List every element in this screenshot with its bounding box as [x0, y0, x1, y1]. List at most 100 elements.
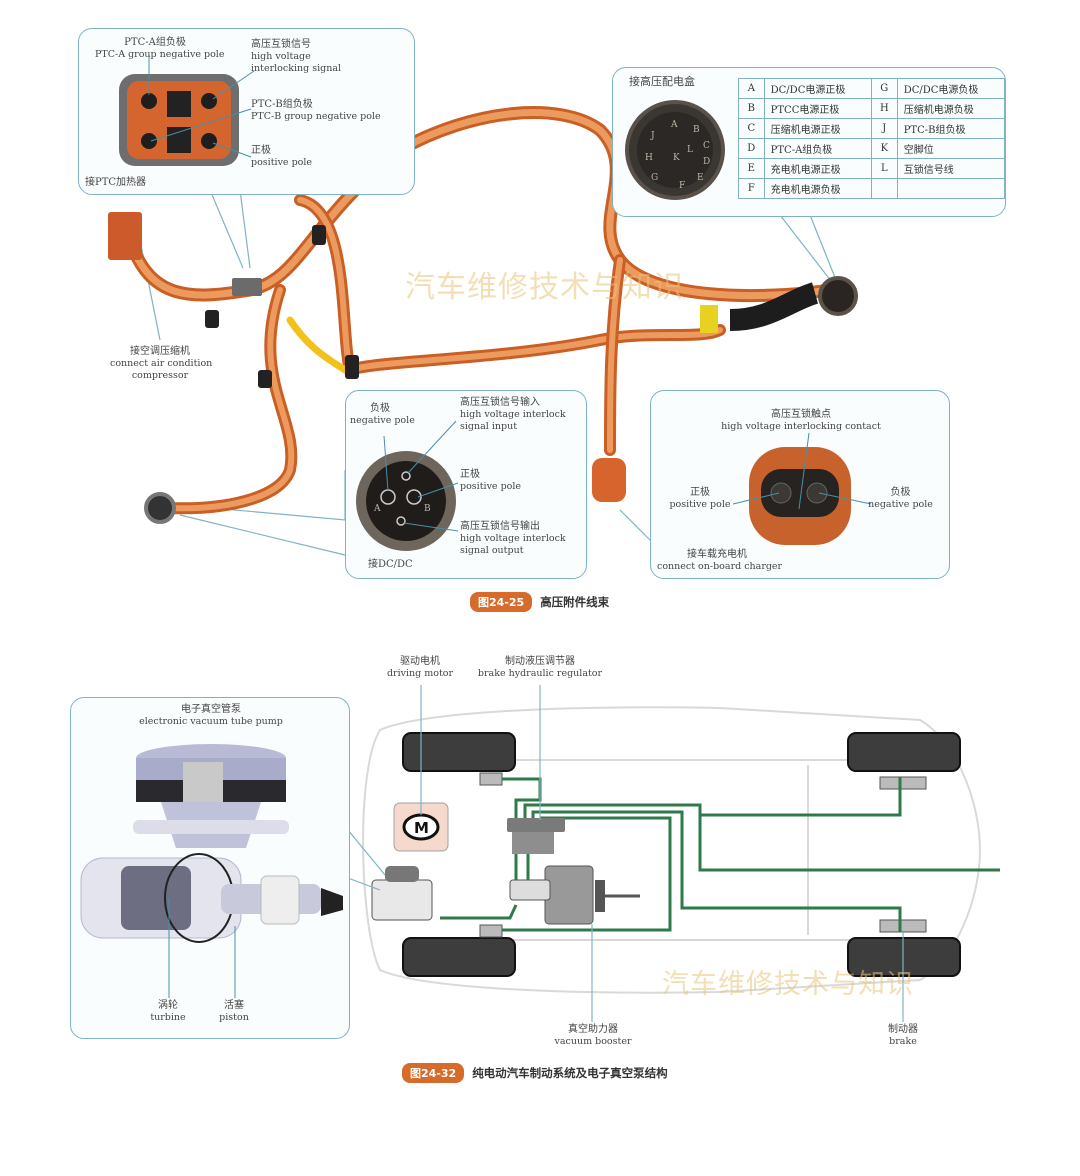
figure1-badge: 图24-25 — [470, 592, 533, 612]
front-right-wheel — [402, 937, 516, 977]
rear-left-brake — [879, 776, 927, 790]
front-left-caliper — [479, 772, 503, 786]
pin-description: 充电机电源负极 — [763, 178, 872, 199]
leader-line — [779, 214, 839, 291]
svg-text:C: C — [703, 141, 710, 151]
pin-key: K — [870, 138, 898, 159]
charger-connector-face — [732, 432, 872, 545]
pin-key: B — [738, 98, 765, 119]
watermark-figure2: 汽车维修技术与知识 — [662, 969, 914, 1000]
pin-key: H — [870, 98, 898, 119]
pin-key: G — [870, 78, 898, 99]
leader-line — [239, 189, 251, 269]
driving-motor-box — [393, 802, 449, 852]
pin-description: DC/DC电源正极 — [763, 78, 872, 99]
pin-description: DC/DC电源负极 — [896, 78, 1006, 99]
yellow-wire — [286, 316, 349, 374]
svg-text:G: G — [651, 173, 658, 183]
dcdc-connector-label: 接DC/DC — [368, 559, 413, 570]
vacuum-pump-cutaway — [80, 744, 343, 998]
distribution-box-connector-label: 接高压配电盒 — [629, 75, 695, 88]
dcdc-connector-plug — [144, 492, 176, 524]
brake-hydraulic-regulator — [507, 818, 565, 832]
svg-text:B: B — [693, 125, 700, 135]
svg-text:J: J — [650, 131, 655, 141]
front-right-caliper — [479, 924, 503, 938]
rear-right-wheel — [847, 937, 961, 977]
ptc-inline-connector — [232, 278, 262, 296]
pin-description: 压缩机电源负极 — [896, 98, 1006, 119]
vacuum-booster — [544, 865, 594, 925]
leader-line — [619, 509, 651, 541]
harness-cables — [123, 106, 837, 515]
master-cylinder — [509, 879, 551, 901]
pin-description: 充电机电源正极 — [763, 158, 872, 179]
vacuum-pump-small — [371, 879, 433, 921]
leader-line — [347, 829, 386, 876]
pin-description: PTC-B组负极 — [896, 118, 1006, 139]
car-body-outline — [362, 706, 982, 994]
pin-b-text: B — [424, 504, 431, 514]
front-left-wheel — [402, 732, 516, 772]
pin-key — [870, 178, 898, 199]
svg-text:K: K — [673, 153, 680, 163]
motor-icon — [402, 813, 440, 841]
figure2-title: 纯电动汽车制动系统及电子真空泵结构 — [472, 1066, 668, 1080]
figure2-badge: 图24-32 — [402, 1063, 465, 1083]
leader-line — [347, 877, 381, 891]
pin-a-text: A — [373, 504, 381, 514]
pin-key: E — [738, 158, 765, 179]
pin-key: C — [738, 118, 765, 139]
motor-symbol-text: M — [414, 819, 429, 837]
harness-yellow-tag — [700, 305, 718, 333]
harness-illustration — [108, 106, 858, 556]
pin-key: A — [738, 78, 765, 99]
pin-key: D — [738, 138, 765, 159]
charger-connector-plug — [592, 458, 626, 502]
pin-description: 互锁信号线 — [896, 158, 1006, 179]
pin-key: L — [870, 158, 898, 179]
pin-description — [896, 178, 1006, 199]
figure2-caption: 图24-32 纯电动汽车制动系统及电子真空泵结构 — [402, 1063, 668, 1083]
svg-text:H: H — [645, 153, 653, 163]
pin-description: 压缩机电源正极 — [763, 118, 872, 139]
leader-line — [179, 514, 346, 556]
figure1-caption: 图24-25 高压附件线束 — [470, 592, 609, 612]
svg-text:D: D — [703, 157, 710, 167]
black-sleeve — [729, 282, 819, 331]
ptc-heater-connector-label: 接PTC加热器 — [85, 177, 147, 188]
rear-left-wheel — [847, 732, 961, 772]
pin-key: F — [738, 178, 765, 199]
brake-lines — [440, 777, 1000, 932]
